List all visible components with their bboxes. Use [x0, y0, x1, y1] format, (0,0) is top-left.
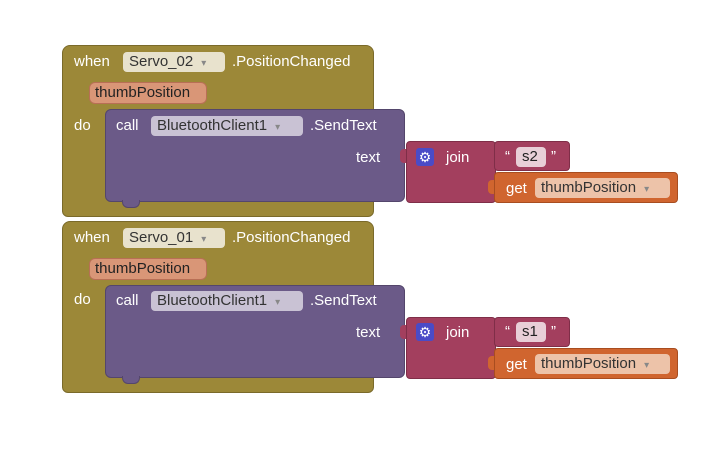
get-label: get — [506, 180, 527, 197]
method-name: .SendText — [310, 292, 377, 309]
bluetooth-component-name: BluetoothClient1 — [157, 117, 268, 134]
gear-icon[interactable]: ⚙ — [416, 148, 434, 166]
do-label: do — [74, 117, 91, 134]
string-field[interactable]: s2 — [516, 147, 546, 167]
call-block-tab — [122, 376, 140, 384]
bluetooth-component-dropdown[interactable]: BluetoothClient1 ▾ — [151, 116, 303, 136]
join-plug — [400, 325, 407, 339]
method-name: .SendText — [310, 117, 377, 134]
bluetooth-component-name: BluetoothClient1 — [157, 292, 268, 309]
quote-open-icon: “ — [505, 148, 510, 165]
get-var-dropdown[interactable]: thumbPosition ▾ — [535, 354, 670, 374]
call-label: call — [116, 117, 139, 134]
get-var-dropdown[interactable]: thumbPosition ▾ — [535, 178, 670, 198]
event-name: .PositionChanged — [232, 53, 351, 70]
call-block-tab — [122, 200, 140, 208]
component-name: Servo_02 — [129, 53, 194, 70]
get-plug — [488, 180, 495, 194]
component-name: Servo_01 — [129, 229, 194, 246]
dropdown-arrow-icon: ▾ — [275, 297, 281, 308]
component-dropdown[interactable]: Servo_01 ▾ — [123, 228, 225, 248]
get-var-name: thumbPosition — [541, 179, 637, 196]
do-label: do — [74, 291, 91, 308]
string-field[interactable]: s1 — [516, 322, 546, 342]
dropdown-arrow-icon: ▾ — [275, 122, 281, 133]
text-plug — [488, 325, 495, 339]
quote-close-icon: ” — [551, 148, 556, 165]
dropdown-arrow-icon: ▾ — [201, 58, 207, 69]
dropdown-arrow-icon: ▾ — [201, 234, 207, 245]
gear-icon[interactable]: ⚙ — [416, 323, 434, 341]
get-var-name: thumbPosition — [541, 355, 637, 372]
event-block-servo-02[interactable]: when Servo_02 ▾ .PositionChanged thumbPos… — [0, 45, 705, 221]
dropdown-arrow-icon: ▾ — [644, 360, 650, 371]
param-thumbposition[interactable]: thumbPosition — [89, 258, 207, 280]
quote-open-icon: “ — [505, 323, 510, 340]
when-label: when — [74, 229, 110, 246]
when-label: when — [74, 53, 110, 70]
quote-close-icon: ” — [551, 323, 556, 340]
component-dropdown[interactable]: Servo_02 ▾ — [123, 52, 225, 72]
join-label: join — [446, 149, 470, 166]
bluetooth-component-dropdown[interactable]: BluetoothClient1 ▾ — [151, 291, 303, 311]
arg-label-text: text — [356, 324, 381, 341]
join-plug — [400, 149, 407, 163]
join-label: join — [446, 324, 470, 341]
dropdown-arrow-icon: ▾ — [644, 184, 650, 195]
get-plug — [488, 356, 495, 370]
arg-label-text: text — [356, 149, 381, 166]
event-block-servo-01[interactable]: when Servo_01 ▾ .PositionChanged thumbPos… — [0, 221, 705, 397]
text-plug — [488, 149, 495, 163]
call-label: call — [116, 292, 139, 309]
param-thumbposition[interactable]: thumbPosition — [89, 82, 207, 104]
event-name: .PositionChanged — [232, 229, 351, 246]
get-label: get — [506, 356, 527, 373]
